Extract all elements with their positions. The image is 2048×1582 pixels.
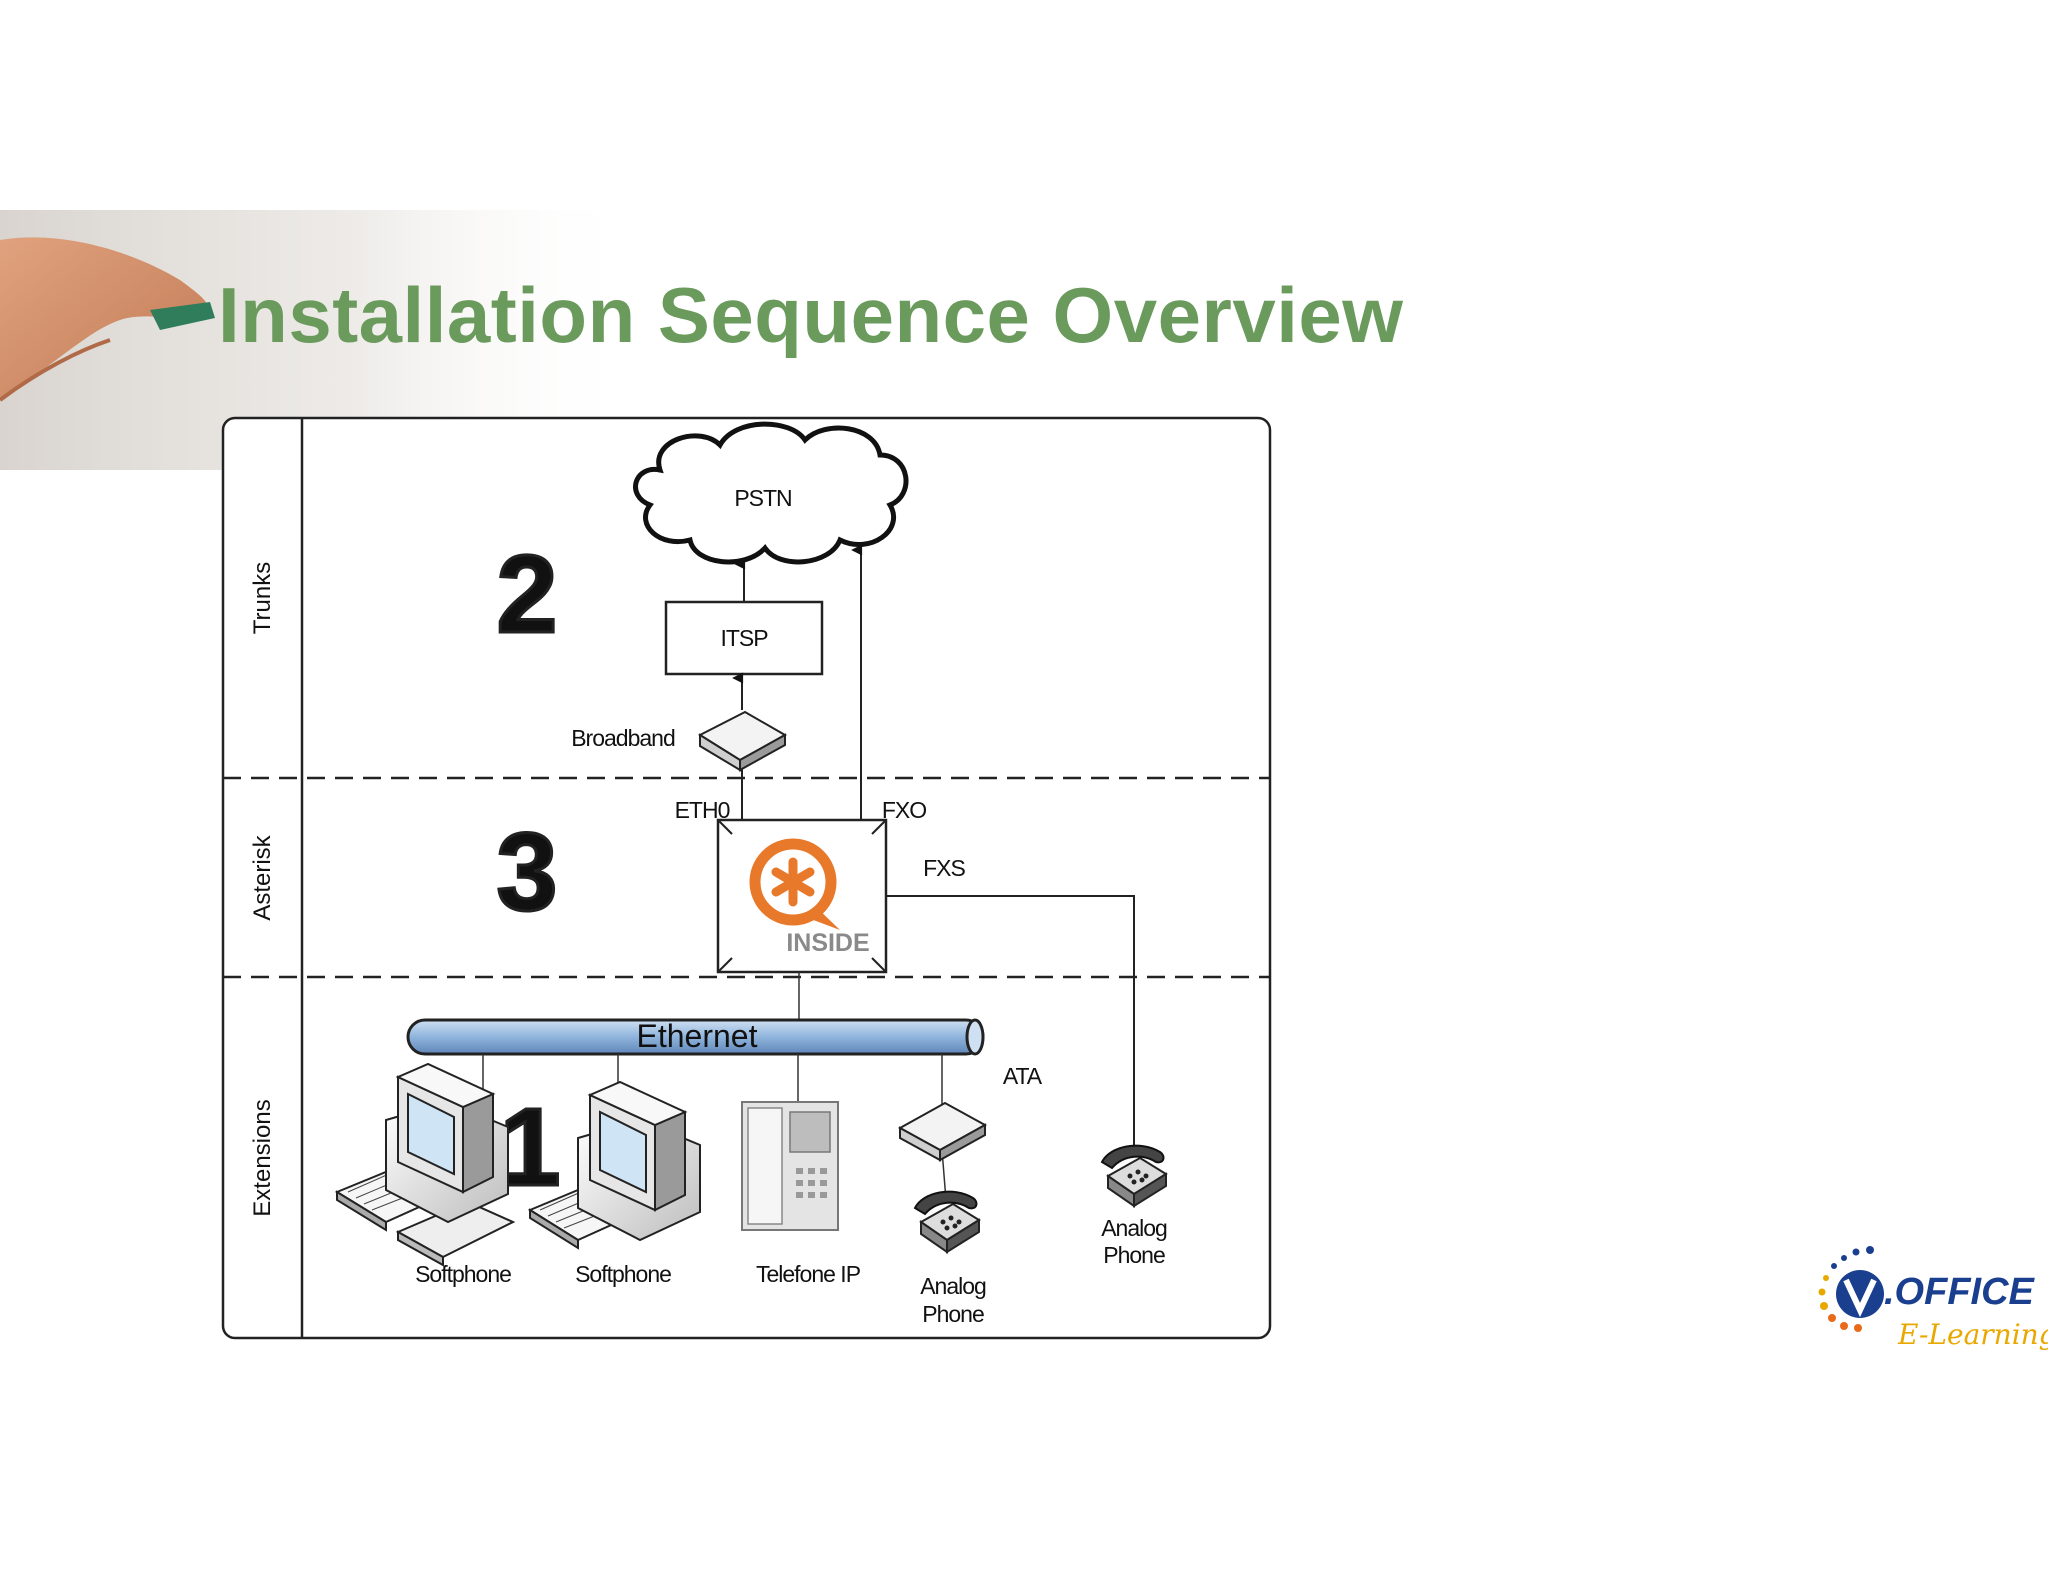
broadband-label: Broadband xyxy=(571,725,675,751)
ethernet-label: Ethernet xyxy=(637,1018,758,1054)
broadband-modem xyxy=(697,710,788,772)
ata-label: ATA xyxy=(1003,1063,1043,1089)
itsp-box: ITSP xyxy=(664,600,824,676)
telefone-ip-label: Telefone IP xyxy=(756,1261,861,1287)
logo-brand-text: .OFFICE xyxy=(1884,1271,2036,1313)
itsp-label: ITSP xyxy=(720,625,768,651)
pstn-label: PSTN xyxy=(734,485,791,511)
logo-dots-icon xyxy=(1818,1246,1874,1332)
ip-phone-icon xyxy=(741,1101,839,1231)
step-number-3: 3 xyxy=(496,811,557,934)
ata-device-icon xyxy=(897,1101,988,1162)
softphone-computer-icon xyxy=(527,1080,701,1250)
asterisk-server: INSIDE xyxy=(716,818,888,974)
fxo-label: FXO xyxy=(882,797,926,823)
asterisk-inside-badge: INSIDE xyxy=(786,929,869,957)
softphone-1-label: Softphone xyxy=(415,1261,511,1287)
softphone-computer-icon xyxy=(334,1062,516,1267)
ethernet-bus: Ethernet xyxy=(406,1018,985,1056)
analog-phone-2-label-line1: Analog xyxy=(1101,1215,1167,1241)
logo-tagline-text: E-Learning xyxy=(1897,1318,2048,1351)
fxs-line xyxy=(886,895,1135,1148)
analog-phone-2-label-line2: Phone xyxy=(1103,1242,1165,1268)
lane-label-asterisk: Asterisk xyxy=(249,834,276,920)
analog-phone-1-label-line1: Analog xyxy=(920,1273,986,1299)
voffice-logo: .OFFICE E-Learning xyxy=(1818,1246,2048,1351)
analog-phone-icon xyxy=(913,1190,981,1254)
lane-label-extensions: Extensions xyxy=(249,1099,276,1216)
slide-title: Installation Sequence Overview xyxy=(218,271,1404,359)
asterisk-logo-icon xyxy=(749,838,840,930)
logo-v-mark-icon xyxy=(1836,1270,1884,1318)
analog-phone-1-label-line2: Phone xyxy=(922,1301,984,1327)
pstn-cloud: PSTN xyxy=(633,421,909,565)
softphone-2-label: Softphone xyxy=(575,1261,671,1287)
eth0-label: ETH0 xyxy=(675,797,730,823)
analog-phone-icon xyxy=(1100,1144,1168,1208)
lane-label-trunks: Trunks xyxy=(249,562,276,634)
fxs-label: FXS xyxy=(923,855,965,881)
step-number-2: 2 xyxy=(496,533,557,656)
